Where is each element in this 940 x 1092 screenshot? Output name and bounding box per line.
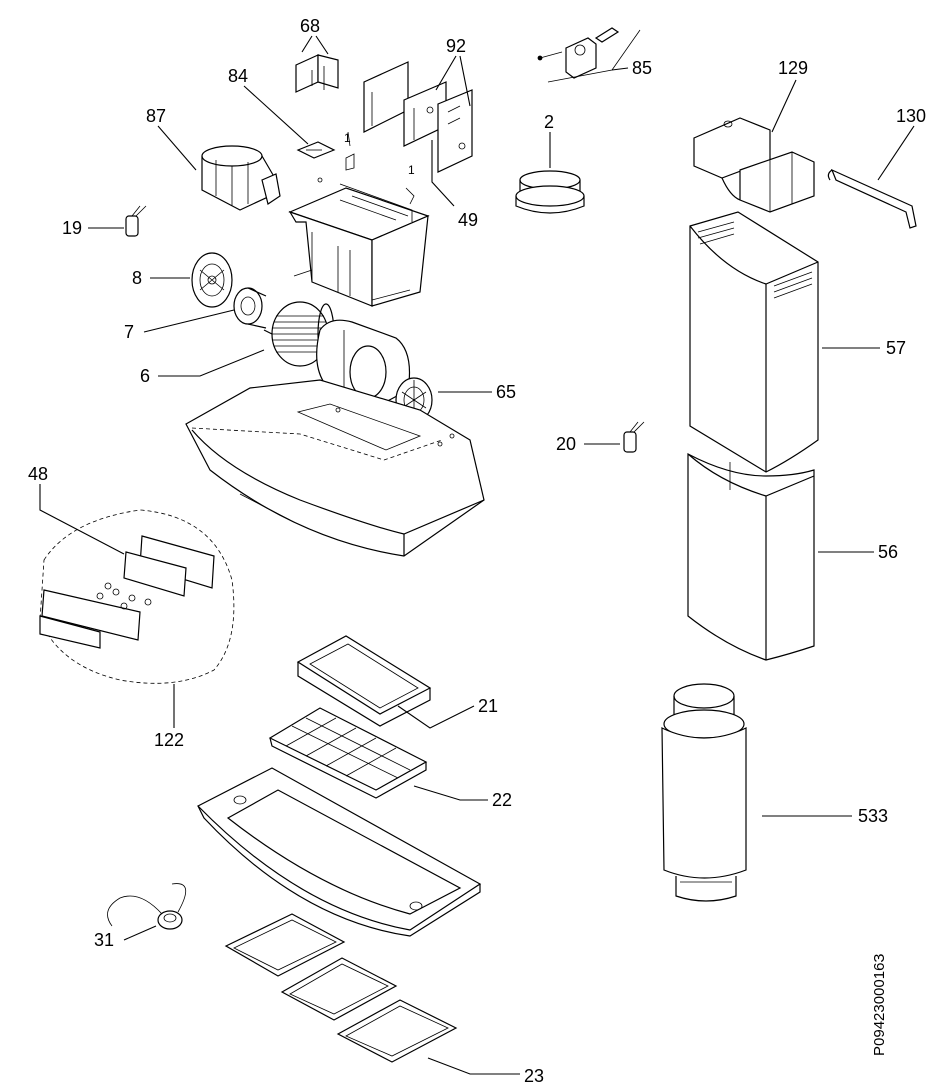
label-48: 48	[28, 464, 48, 484]
label-92: 92	[446, 36, 466, 56]
part-87-duct	[201, 145, 281, 211]
part-85-hinge	[537, 27, 641, 83]
hood-body	[185, 379, 485, 557]
label-122: 122	[154, 730, 184, 750]
callout-labels: 68 92 85 84 87 2 129 130 19 49 8 7 6 65 …	[28, 16, 926, 1086]
part-84-switch	[296, 141, 336, 183]
label-20: 20	[556, 434, 576, 454]
lower-panel	[197, 767, 482, 937]
label-21: 21	[478, 696, 498, 716]
mark-1b: 1	[408, 163, 415, 177]
part-19-capacitor	[125, 205, 147, 237]
part-129-outlet	[693, 117, 815, 213]
part-2-collar	[515, 170, 585, 214]
label-56: 56	[878, 542, 898, 562]
part-92-boards	[363, 61, 473, 173]
mark-1a: 1	[344, 131, 351, 145]
part-130-rod	[827, 168, 917, 229]
part-56-lower-chimney	[687, 453, 815, 661]
label-31: 31	[94, 930, 114, 950]
label-84: 84	[228, 66, 248, 86]
part-21-tray	[296, 635, 432, 727]
part-20-capacitor	[623, 421, 645, 453]
label-129: 129	[778, 58, 808, 78]
label-49: 49	[458, 210, 478, 230]
label-57: 57	[886, 338, 906, 358]
label-2: 2	[544, 112, 554, 132]
label-22: 22	[492, 790, 512, 810]
part-49-clips	[345, 131, 415, 205]
part-6-fan-wheel	[263, 301, 335, 367]
document-id: P0942300016З	[871, 954, 888, 1057]
part-31-lamp	[107, 883, 186, 930]
label-6: 6	[140, 366, 150, 386]
label-19: 19	[62, 218, 82, 238]
part-8-plate	[191, 252, 233, 308]
motor-housing	[288, 183, 430, 307]
part-57-upper-chimney	[689, 211, 819, 473]
label-68: 68	[300, 16, 320, 36]
label-23: 23	[524, 1066, 544, 1086]
part-22-grid-filter	[268, 707, 428, 799]
label-533: 533	[858, 806, 888, 826]
label-8: 8	[132, 268, 142, 288]
part-533-cylinder	[661, 683, 747, 902]
part-23-mesh-filters	[224, 913, 458, 1063]
part-7-motor	[233, 287, 267, 329]
label-7: 7	[124, 322, 134, 342]
label-65: 65	[496, 382, 516, 402]
part-68-bracket	[295, 54, 339, 93]
label-87: 87	[146, 106, 166, 126]
part-122-control-group	[39, 509, 235, 684]
label-85: 85	[632, 58, 652, 78]
label-130: 130	[896, 106, 926, 126]
blower-housing	[316, 319, 411, 405]
leader-lines	[39, 35, 915, 1075]
